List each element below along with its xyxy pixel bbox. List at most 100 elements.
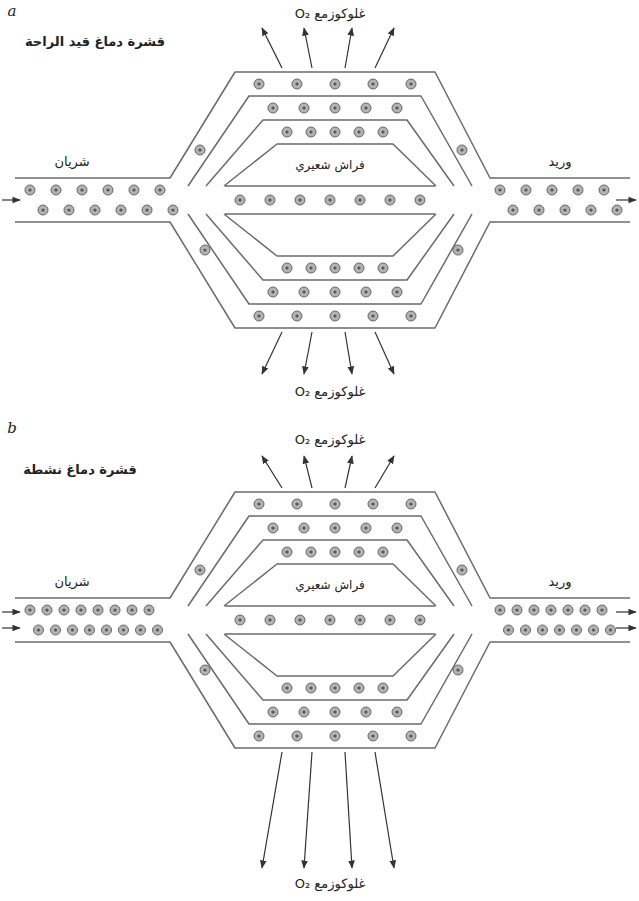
blood-cell — [77, 185, 87, 195]
blood-cell-core — [498, 188, 501, 191]
blood-cell-core — [537, 208, 540, 211]
blood-cell — [142, 205, 152, 215]
blood-cell — [254, 79, 264, 89]
diffusion-arrow — [616, 627, 636, 628]
panel-title: قشرة دماغ نشطة — [23, 462, 137, 478]
blood-cell-body — [330, 707, 340, 717]
diffusion-arrow — [616, 611, 636, 612]
blood-cell-body — [330, 731, 340, 741]
blood-cell-core — [418, 198, 421, 201]
diffusion-arrow — [375, 752, 394, 868]
resting-cortex-panel — [2, 28, 636, 374]
blood-cell-core — [600, 608, 603, 611]
artery-label: شريان — [54, 574, 89, 590]
blood-cell-core — [302, 710, 305, 713]
diffusion-arrow — [304, 456, 312, 488]
blood-cell-body — [102, 625, 112, 635]
blood-cell-core — [371, 502, 374, 505]
blood-cell — [330, 547, 340, 557]
vessel-wall — [15, 222, 630, 328]
blood-cell — [299, 103, 309, 113]
blood-cell — [235, 195, 245, 205]
vessel-wall — [206, 120, 454, 186]
blood-cell — [292, 311, 302, 321]
blood-cell — [265, 195, 275, 205]
blood-cell — [589, 625, 599, 635]
blood-cell-core — [257, 82, 260, 85]
blood-cell — [195, 565, 205, 575]
blood-cell-body — [103, 185, 113, 195]
blood-cell-core — [395, 106, 398, 109]
active-cortex-panel — [2, 456, 636, 868]
diffusion-arrow — [345, 332, 352, 374]
blood-cell-body — [268, 103, 278, 113]
blood-cell-body — [129, 185, 139, 195]
artery-label: شريان — [54, 154, 89, 170]
blood-cell — [392, 103, 402, 113]
blood-cell — [330, 523, 340, 533]
blood-cell-core — [357, 550, 360, 553]
blood-cell-core — [395, 526, 398, 529]
blood-cell — [265, 615, 275, 625]
vessel-wall — [206, 214, 454, 280]
blood-cell-body — [330, 127, 340, 137]
blood-cell-core — [54, 188, 57, 191]
blood-cell-body — [392, 287, 402, 297]
blood-cell-body — [330, 263, 340, 273]
blood-cell — [521, 625, 531, 635]
blood-cell-core — [409, 314, 412, 317]
blood-cell-core — [609, 628, 612, 631]
blood-cell-core — [381, 130, 384, 133]
blood-cell — [144, 605, 154, 615]
blood-cell — [42, 605, 52, 615]
blood-cell-body — [330, 103, 340, 113]
blood-cell-core — [119, 208, 122, 211]
blood-cell-body — [25, 185, 35, 195]
blood-cell — [378, 127, 388, 137]
blood-cell-body — [38, 205, 48, 215]
blood-cell-core — [524, 628, 527, 631]
blood-cell — [330, 499, 340, 509]
blood-cell-core — [381, 266, 384, 269]
blood-cell — [282, 263, 292, 273]
blood-cell-core — [271, 290, 274, 293]
blood-cell — [406, 311, 416, 321]
blood-cell — [354, 683, 364, 693]
blood-cell-body — [282, 263, 292, 273]
blood-cell — [354, 127, 364, 137]
blood-cell — [361, 103, 371, 113]
blood-cell — [292, 79, 302, 89]
blood-cell-core — [456, 248, 459, 251]
blood-cell-body — [354, 683, 364, 693]
blood-cell — [34, 625, 44, 635]
blood-cell-core — [271, 526, 274, 529]
blood-cell-core — [357, 686, 360, 689]
blood-cell-body — [521, 185, 531, 195]
blood-cell-core — [271, 710, 274, 713]
blood-cell-body — [355, 195, 365, 205]
blood-cell-core — [158, 188, 161, 191]
blood-cell — [453, 245, 463, 255]
blood-cell-core — [357, 130, 360, 133]
blood-cell-body — [34, 625, 44, 635]
vessel-wall — [224, 564, 436, 606]
blood-cell-core — [333, 314, 336, 317]
blood-cell-body — [90, 205, 100, 215]
blood-cell-body — [453, 245, 463, 255]
blood-cell-core — [549, 608, 552, 611]
blood-cell-core — [302, 526, 305, 529]
blood-cell-core — [566, 608, 569, 611]
blood-cell-core — [79, 608, 82, 611]
blood-cell — [268, 523, 278, 533]
blood-cell-core — [333, 734, 336, 737]
blood-cell — [325, 615, 335, 625]
blood-cell — [406, 499, 416, 509]
blood-cell-core — [268, 618, 271, 621]
blood-cell-core — [45, 608, 48, 611]
blood-cell — [521, 185, 531, 195]
blood-cell — [597, 605, 607, 615]
blood-cell-core — [285, 130, 288, 133]
vessel-wall — [188, 96, 472, 186]
blood-cell-body — [200, 665, 210, 675]
